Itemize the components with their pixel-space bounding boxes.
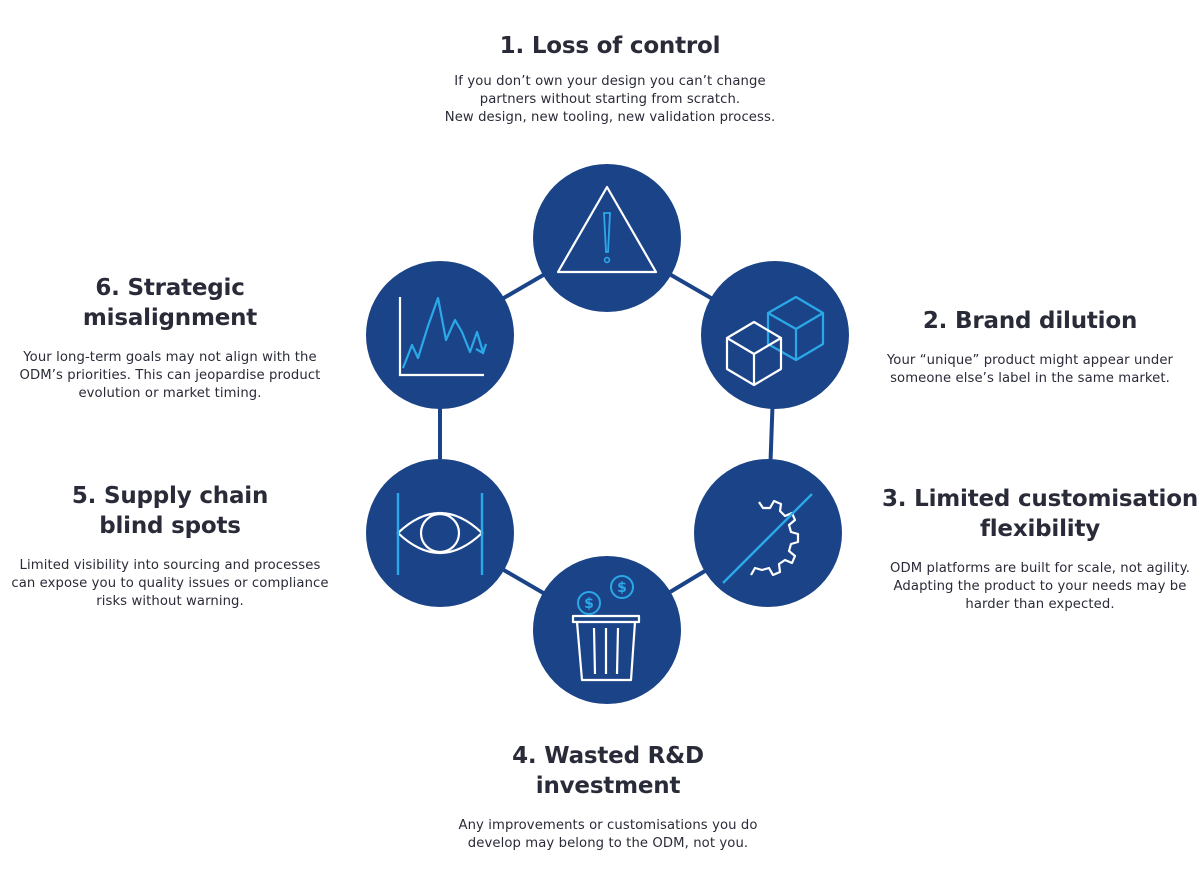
- node-5: [366, 459, 514, 607]
- item-4: 4. Wasted R&D investment Any improvement…: [398, 741, 818, 853]
- item-6: 6. Strategic misalignment Your long-term…: [10, 273, 330, 403]
- node-5-circle: [366, 459, 514, 607]
- svg-text:$: $: [617, 580, 627, 596]
- item-3-body: ODM platforms are built for scale, not a…: [889, 561, 1191, 612]
- cubes-icon: [725, 295, 825, 387]
- node-6-circle: [366, 261, 514, 409]
- item-2-title: 2. Brand dilution: [922, 308, 1138, 334]
- item-2-body: Your “unique” product might appear under…: [886, 353, 1174, 386]
- eye-icon: [396, 493, 484, 575]
- warning-triangle-icon: [556, 185, 658, 274]
- declining-chart-icon: [398, 296, 488, 377]
- item-4-body: Any improvements or customisations you d…: [458, 818, 758, 851]
- node-6: [366, 261, 514, 409]
- item-1-body: If you don’t own your design you can’t c…: [444, 74, 776, 125]
- item-5: 5. Supply chain blind spots Limited visi…: [0, 481, 340, 611]
- money-bin-icon: $ $: [571, 575, 641, 682]
- item-4-title: 4. Wasted R&D investment: [512, 743, 704, 799]
- item-5-title: 5. Supply chain blind spots: [71, 483, 269, 539]
- item-3: 3. Limited customisation flexibility ODM…: [880, 484, 1200, 614]
- item-3-title: 3. Limited customisation flexibility: [881, 486, 1198, 542]
- node-3-circle: [694, 459, 842, 607]
- svg-text:$: $: [584, 596, 594, 612]
- node-3: [694, 459, 842, 607]
- node-2: [701, 261, 849, 409]
- item-1-title: 1. Loss of control: [499, 33, 721, 59]
- gear-icon: [722, 493, 813, 584]
- node-1: [533, 164, 681, 312]
- item-6-title: 6. Strategic misalignment: [82, 275, 258, 331]
- node-4: $ $: [533, 556, 681, 704]
- item-5-body: Limited visibility into sourcing and pro…: [11, 558, 329, 609]
- item-2: 2. Brand dilution Your “unique” product …: [860, 306, 1200, 388]
- node-1-circle: [533, 164, 681, 312]
- item-1: 1. Loss of control If you don’t own your…: [400, 31, 820, 127]
- item-6-body: Your long-term goals may not align with …: [19, 350, 321, 401]
